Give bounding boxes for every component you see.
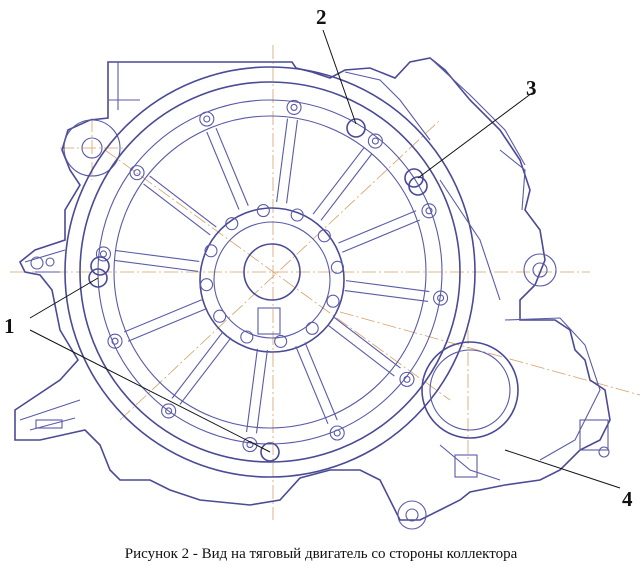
- spoke-edge: [171, 331, 224, 399]
- outer-bolt: [242, 437, 258, 453]
- outer-bolt-hole: [437, 294, 445, 302]
- hub-bolt: [330, 260, 344, 274]
- outer-bolt: [95, 246, 111, 262]
- hub-bolt: [326, 294, 340, 308]
- hub-bolt: [225, 217, 239, 231]
- marked-bolt: [408, 176, 428, 196]
- outer-bolt-hole: [403, 375, 411, 383]
- spoke-edge: [215, 127, 249, 206]
- outer-bolt: [161, 403, 177, 419]
- marked-bolt: [260, 442, 280, 462]
- spoke-edge: [179, 337, 232, 405]
- hub-bolt: [256, 204, 270, 218]
- outer-bolt-hole: [111, 337, 119, 345]
- outer-bolt: [129, 165, 145, 181]
- hub-bolt: [290, 208, 304, 222]
- callout-4: 4: [622, 487, 633, 511]
- outer-bolt-hole: [333, 429, 341, 437]
- spoke-edge: [114, 259, 199, 272]
- spoke-edge: [143, 183, 211, 236]
- center-lines: [10, 45, 641, 520]
- outer-bolt-hole: [371, 137, 379, 145]
- outer-bolt: [107, 333, 123, 349]
- marked-bolt: [88, 268, 108, 288]
- marked-bolt: [346, 118, 366, 138]
- right-housing: [344, 57, 610, 481]
- motor-housing: [14, 57, 611, 530]
- bolt-group: [88, 99, 449, 462]
- outer-bolt: [399, 371, 415, 387]
- spoke-edge: [149, 175, 217, 228]
- hub: [199, 207, 345, 353]
- spoke-edge: [206, 131, 240, 210]
- hub-bolt: [274, 334, 288, 348]
- spoke-edge: [286, 119, 298, 204]
- spoke-edge: [327, 324, 395, 377]
- outer-bolt: [199, 111, 215, 127]
- stator-frame: [64, 66, 476, 478]
- motor-drawing: 2 3 1 4: [4, 5, 641, 530]
- outer-bolt: [367, 133, 383, 149]
- spoke-edge: [342, 219, 421, 253]
- spoke-group: [114, 118, 430, 434]
- spoke-edge: [115, 250, 200, 262]
- spoke-edge: [312, 147, 365, 215]
- callout-2: 2: [316, 5, 327, 29]
- outer-bolt: [329, 425, 345, 441]
- outer-bolt-hole: [425, 207, 433, 215]
- leader-lines: [29, 29, 621, 489]
- spoke-edge: [304, 342, 338, 421]
- spoke-edge: [123, 299, 202, 333]
- figure-caption: Рисунок 2 - Вид на тяговый двигатель со …: [124, 546, 518, 562]
- spoke-edge: [246, 348, 258, 433]
- hub-bolt: [305, 321, 319, 335]
- hub-bolt: [200, 278, 214, 292]
- spoke-edge: [344, 290, 429, 302]
- spoke-edge: [295, 346, 329, 425]
- spoke-edge: [320, 153, 373, 221]
- callout-3: 3: [526, 76, 537, 100]
- spoke-edge: [333, 316, 401, 369]
- hub-bolt: [317, 229, 331, 243]
- hub-bolt: [240, 330, 254, 344]
- spoke-edge: [127, 308, 206, 342]
- spoke-edge: [276, 118, 289, 203]
- hub-bolt: [204, 244, 218, 258]
- outer-bolt-hole: [290, 103, 298, 111]
- outer-bolt-hole: [133, 169, 141, 177]
- outer-bolt-hole: [203, 115, 211, 123]
- hub-bolt: [213, 309, 227, 323]
- spoke-edge: [345, 280, 430, 293]
- outer-bolt: [433, 290, 449, 306]
- callout-1: 1: [4, 314, 15, 338]
- spoke-edge: [255, 349, 268, 434]
- outer-bolt-hole: [99, 250, 107, 258]
- outer-bolt: [421, 203, 437, 219]
- outer-bolt-hole: [165, 407, 173, 415]
- marked-bolt: [90, 256, 110, 276]
- spoke-edge: [338, 210, 417, 244]
- outer-bolt: [286, 99, 302, 115]
